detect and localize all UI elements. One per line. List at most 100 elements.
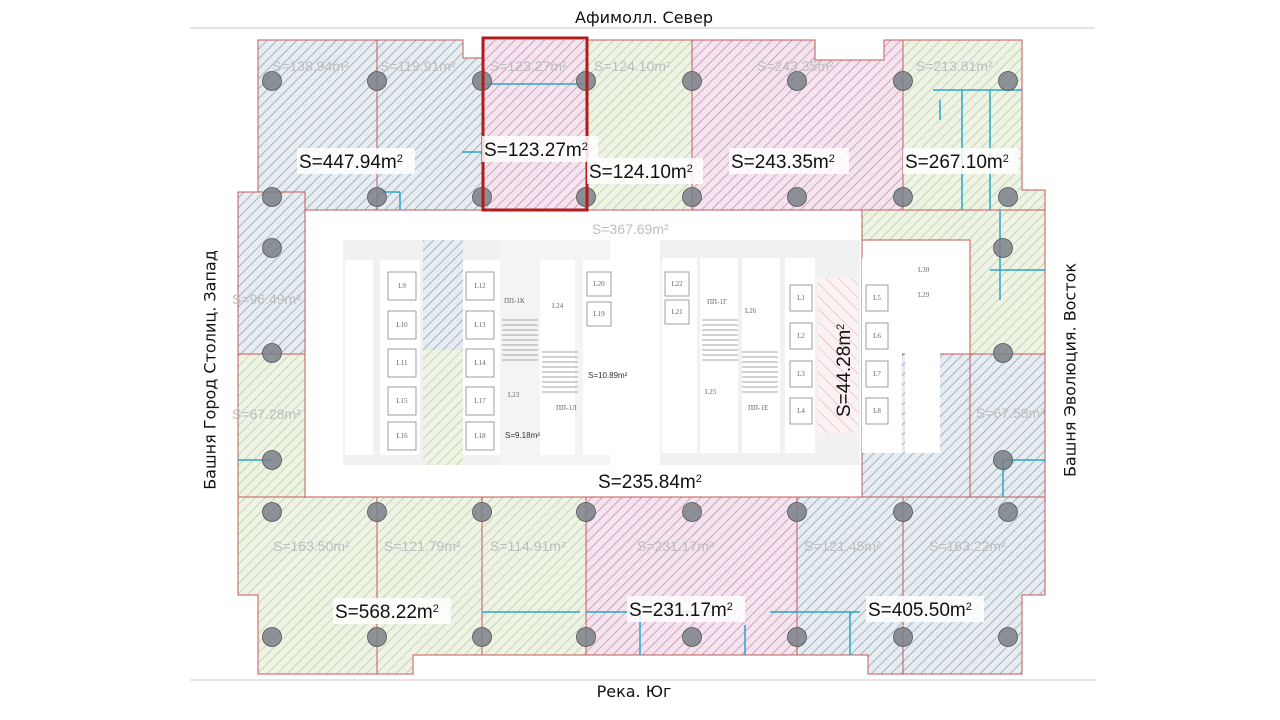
south-zones: [237, 496, 1046, 675]
lift-l16: [387, 421, 417, 451]
column-icon: [576, 502, 596, 522]
room-l23: L23: [508, 391, 520, 399]
room-l24: L24: [552, 302, 564, 310]
lift-l17: [465, 386, 495, 416]
lift-l13-label: L13: [474, 321, 486, 329]
sub-unit-label-w1: S=96.49m²: [232, 291, 301, 307]
lift-l4: [789, 397, 813, 425]
lift-l3-label: L3: [797, 370, 805, 378]
room-l30: L30: [918, 266, 930, 274]
lift-l21: [664, 299, 690, 325]
sub-unit-label-n5: S=243.35m²: [757, 58, 834, 74]
lift-l19: [586, 301, 612, 327]
unit-label-selected[interactable]: S=123.27m2: [484, 140, 588, 161]
column-icon: [993, 238, 1013, 258]
column-icon: [998, 627, 1018, 647]
room-area-label: S=9.18m²: [505, 431, 540, 440]
column-icon: [262, 238, 282, 258]
unit-label-n-243[interactable]: S=243.35m2: [731, 152, 835, 173]
column-icon: [576, 627, 596, 647]
room-l29: L29: [918, 291, 930, 299]
lift-l7-label: L7: [873, 370, 881, 378]
column-icon: [682, 502, 702, 522]
lift-l15: [387, 386, 417, 416]
lift-l8: [865, 397, 889, 425]
unit-label-ne[interactable]: S=267.10m2: [905, 152, 1009, 173]
zone-se-blue[interactable]: [796, 496, 1046, 675]
sub-unit-label-core-north: S=367.69m²: [592, 221, 669, 237]
unit-label-s-231[interactable]: S=231.17m2: [629, 600, 733, 621]
lift-l20: [586, 271, 612, 297]
column-icon: [993, 450, 1013, 470]
lift-l15-label: L15: [396, 397, 408, 405]
zone-selected-unit[interactable]: [482, 40, 586, 210]
column-icon: [682, 187, 702, 207]
column-icon: [262, 450, 282, 470]
south-direction-label: Река. Юг: [596, 682, 672, 701]
lift-l11: [387, 348, 417, 378]
unit-label-sw[interactable]: S=568.22m2: [335, 602, 439, 623]
lift-l22: [664, 271, 690, 297]
column-icon: [893, 627, 913, 647]
lift-l9-label: L9: [398, 282, 406, 290]
stair-label: ПП-1Л: [556, 404, 577, 412]
column-icon: [893, 71, 913, 91]
lift-l2-label: L2: [797, 332, 805, 340]
lift-l4-label: L4: [797, 407, 805, 415]
lift-l6-label: L6: [873, 332, 881, 340]
lift-l18: [465, 421, 495, 451]
lift-l18-label: L18: [474, 432, 486, 440]
lift-l3: [789, 360, 813, 388]
core-items: L9L10L11L15L16L12L13L14L17L18L20L19L22L2…: [387, 266, 930, 451]
sub-unit-label-s2: S=121.79m²: [384, 538, 461, 554]
room-l26: L26: [745, 307, 757, 315]
lift-l20-label: L20: [593, 280, 605, 288]
sub-unit-label-n1: S=138.94m²: [272, 58, 349, 74]
column-icon: [893, 187, 913, 207]
lift-l14-label: L14: [474, 359, 486, 367]
columns: [262, 71, 1018, 647]
sub-unit-label-n4: S=124.10m²: [594, 58, 671, 74]
unit-label-nw[interactable]: S=447.94m2: [299, 152, 403, 173]
column-icon: [367, 187, 387, 207]
lift-l1: [789, 284, 813, 312]
column-icon: [262, 627, 282, 647]
unit-label-n-124[interactable]: S=124.10m2: [589, 162, 693, 183]
column-icon: [367, 71, 387, 91]
column-icon: [682, 71, 702, 91]
lift-l12: [465, 271, 495, 301]
unit-label-shaft[interactable]: S=44.28m2: [834, 324, 855, 417]
unit-label-se[interactable]: S=405.50m2: [868, 600, 972, 621]
lift-l7: [865, 360, 889, 388]
column-icon: [472, 627, 492, 647]
zone-sw-green[interactable]: [237, 496, 587, 675]
sub-unit-label-s5: S=121.45m²: [804, 538, 881, 554]
lift-l10-label: L10: [396, 321, 408, 329]
column-icon: [472, 502, 492, 522]
sub-unit-label-s3: S=114.91m²: [490, 538, 566, 554]
column-icon: [787, 502, 807, 522]
sub-unit-label-w2: S=67.28m²: [232, 406, 301, 422]
lift-l19-label: L19: [593, 310, 605, 318]
selected-unit-outline[interactable]: [481, 36, 589, 212]
shaft-area[interactable]: [818, 278, 858, 433]
unit-label-core-south[interactable]: S=235.84m2: [598, 472, 702, 493]
lift-l2: [789, 322, 813, 350]
lift-l11-label: L11: [396, 359, 408, 367]
lift-l22-label: L22: [671, 280, 683, 288]
column-icon: [262, 71, 282, 91]
room-area-label: S=10.89m²: [588, 371, 628, 380]
column-icon: [367, 502, 387, 522]
column-icon: [993, 343, 1013, 363]
lift-l1-label: L1: [797, 294, 805, 302]
column-icon: [787, 187, 807, 207]
column-icon: [682, 627, 702, 647]
column-icon: [787, 627, 807, 647]
sub-unit-label-n6: S=213.81m²: [916, 58, 993, 74]
column-icon: [262, 502, 282, 522]
column-icon: [262, 343, 282, 363]
room-l25: L25: [705, 388, 717, 396]
column-icon: [367, 627, 387, 647]
lift-l9: [387, 271, 417, 301]
